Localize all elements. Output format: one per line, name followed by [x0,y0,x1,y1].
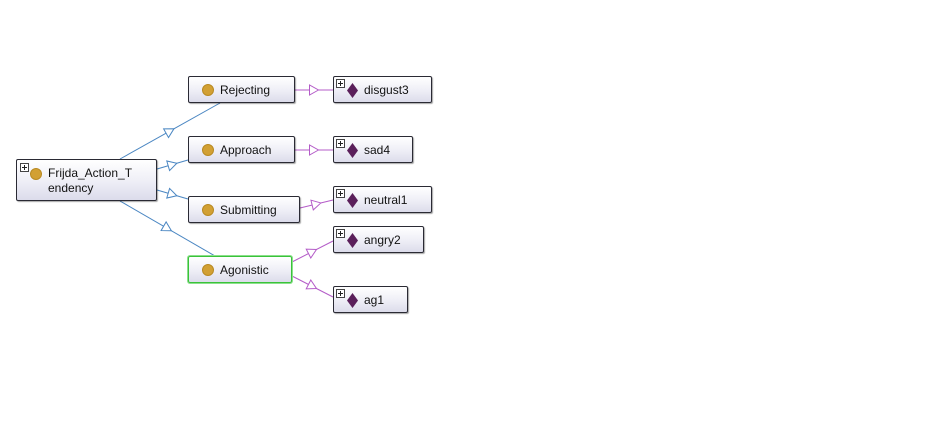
class-label-line1: Frijda_Action_T [48,166,133,180]
instance-edge-sad4-arrowhead [309,144,320,156]
individual-diamond-icon [347,143,358,158]
individual-node-disgust3[interactable]: disgust3 [333,76,432,103]
individual-node-neutral1[interactable]: neutral1 [333,186,432,213]
class-node-approach[interactable]: Approach [188,136,295,163]
subclass-edge-rejecting-arrowhead [162,128,175,139]
individual-label: neutral1 [364,193,408,207]
individual-node-angry2[interactable]: angry2 [333,226,424,253]
instance-edge-disgust3-arrowhead [309,84,320,96]
expand-icon[interactable] [20,163,29,172]
individual-label: sad4 [364,143,391,157]
instance-edge-ag1-arrowhead [305,279,318,290]
class-icon [202,264,214,276]
individual-label: angry2 [364,233,401,247]
class-label: Rejecting [220,83,271,97]
class-icon [202,204,214,216]
subclass-edge-submitting-arrowhead [166,187,178,199]
individual-label: ag1 [364,293,385,307]
individual-diamond-icon [347,193,358,208]
class-label: Approach [220,143,272,157]
expand-icon[interactable] [336,289,345,298]
individual-diamond-icon [347,233,358,248]
expand-icon[interactable] [336,139,345,148]
instance-edge-angry2-arrowhead [305,248,318,259]
expand-icon[interactable] [336,229,345,238]
class-icon [202,84,214,96]
individual-node-ag1[interactable]: ag1 [333,286,408,313]
expand-icon[interactable] [336,189,345,198]
class-node-rejecting[interactable]: Rejecting [188,76,295,103]
individual-diamond-icon [347,83,358,98]
individual-label: disgust3 [364,83,409,97]
class-label: Agonistic [220,263,269,277]
class-node-agonistic[interactable]: Agonistic [188,256,292,283]
class-icon [30,168,42,180]
subclass-edge-approach-arrowhead [166,160,178,172]
instance-edge-neutral1-arrowhead [310,199,322,211]
class-node-submitting[interactable]: Submitting [188,196,300,223]
class-icon [202,144,214,156]
expand-icon[interactable] [336,79,345,88]
subclass-edge-agonistic-arrowhead [160,220,173,232]
class-label: Submitting [220,203,277,217]
individual-diamond-icon [347,293,358,308]
class-label-line2: endency [48,181,94,195]
individual-node-sad4[interactable]: sad4 [333,136,413,163]
class-node-frijda-action-tendency[interactable]: Frijda_Action_T endency [16,159,157,201]
